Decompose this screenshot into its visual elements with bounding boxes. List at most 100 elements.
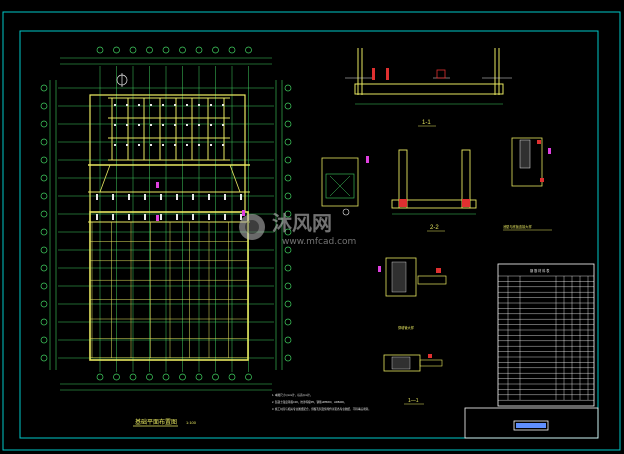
axis-bubble	[284, 336, 292, 344]
axis-bubble	[245, 46, 252, 54]
axis-bubble	[228, 46, 236, 54]
notes-block: 1. 本图尺寸以mm计，标高以m计。 2. 混凝土强度等级C30，抗渗等级P6，…	[272, 393, 371, 411]
axis-bubble	[284, 282, 292, 290]
column-mark	[144, 194, 146, 200]
rebar-mark	[114, 144, 116, 146]
axis-bubble	[284, 318, 292, 326]
axis-bubble	[96, 373, 104, 381]
column-mark	[160, 214, 162, 220]
rebar-mark	[186, 124, 188, 126]
plan-scale: 1:100	[186, 420, 197, 425]
axis-bubble	[40, 102, 48, 110]
column-mark	[176, 194, 178, 200]
rebar-mark	[114, 104, 116, 106]
inner-frame	[19, 30, 599, 439]
column-mark	[96, 214, 98, 220]
rebar-mark	[126, 124, 128, 126]
axis-bubble	[179, 373, 186, 381]
rebar-mark	[150, 144, 152, 146]
column-mark	[240, 194, 242, 200]
axis-bubble	[195, 373, 203, 381]
watermark-url: www.mfcad.com	[282, 237, 356, 247]
table-title: 钢 筋 材 料 表	[530, 268, 550, 273]
axis-bubble	[284, 264, 292, 272]
note-2: 2. 混凝土强度等级C30，抗渗等级P6，钢筋HPB300、HRB400。	[272, 400, 346, 404]
rebar-mark	[138, 144, 140, 146]
axis-bubble	[113, 46, 120, 54]
plan-upper-outline	[89, 94, 246, 212]
axis-bubble	[179, 46, 186, 54]
column-mark	[144, 214, 146, 220]
note-1: 1. 本图尺寸以mm计，标高以m计。	[272, 393, 313, 397]
column-mark	[192, 194, 194, 200]
axis-bubble	[162, 46, 170, 54]
axis-bubble	[40, 264, 48, 272]
axis-bubble	[129, 46, 137, 54]
axis-bubble	[162, 373, 170, 381]
watermark: 沐风网 www.mfcad.com	[239, 211, 356, 247]
axis-bubble	[284, 84, 292, 92]
rebar-mark	[150, 104, 152, 106]
column-mark	[224, 194, 226, 200]
axis-bubble	[96, 46, 104, 54]
rebar-mark	[138, 104, 140, 106]
rebar-mark	[198, 144, 200, 146]
detail-label-right: 池壁与底板连接大样	[503, 224, 532, 229]
rebar-mark	[186, 144, 188, 146]
axis-bubble	[212, 373, 219, 381]
axis-bubble	[245, 373, 252, 381]
section-2-2: 2-2	[321, 149, 477, 232]
title-block	[464, 407, 599, 439]
rebar-mark	[126, 104, 128, 106]
rebar-mark	[222, 144, 224, 146]
rebar-mark	[186, 104, 188, 106]
axis-bubble	[284, 156, 292, 164]
axis-bubble	[40, 120, 48, 128]
wall-detail: 池壁与底板连接大样	[503, 137, 552, 231]
column-mark	[128, 214, 130, 220]
column-mark	[192, 214, 194, 220]
axis-bubble	[284, 210, 292, 218]
pipe-detail: 穿墙管大样 1—1	[378, 257, 447, 405]
rebar-mark	[210, 104, 212, 106]
axis-bubble	[284, 300, 292, 308]
axis-bubble	[146, 373, 153, 381]
axis-bubble	[195, 46, 203, 54]
axis-bubble	[40, 84, 48, 92]
axis-bubble	[284, 228, 292, 236]
rebar-mark	[222, 124, 224, 126]
rebar-mark	[198, 124, 200, 126]
column-mark	[176, 214, 178, 220]
section-1-1-lower-label: 1—1	[408, 398, 419, 404]
note-3: 3. 施工时应与相关专业图纸配合，预留孔洞及预埋件详见各专业图纸，不得事后凿洞。	[272, 407, 371, 411]
axis-bubble	[284, 120, 292, 128]
column-mark	[240, 214, 242, 220]
rebar-mark	[126, 144, 128, 146]
axis-bubble	[284, 102, 292, 110]
column-mark	[128, 194, 130, 200]
axis-bubble	[40, 318, 48, 326]
rebar-mark	[162, 144, 164, 146]
axis-bubble	[40, 336, 48, 344]
axis-bubble	[40, 300, 48, 308]
axis-bubble	[113, 373, 120, 381]
column-mark	[112, 214, 114, 220]
axis-bubble	[40, 210, 48, 218]
column-mark	[160, 194, 162, 200]
axis-bubble	[212, 46, 219, 54]
column-mark	[208, 214, 210, 220]
section-1-1: 1-1	[345, 48, 512, 127]
axis-bubble	[40, 246, 48, 254]
rebar-mark	[114, 124, 116, 126]
axis-bubble	[40, 228, 48, 236]
axis-bubble	[129, 373, 137, 381]
axis-bubble	[40, 354, 48, 362]
plan-title: 基础平面布置图	[135, 418, 177, 426]
outer-frame	[2, 11, 621, 451]
material-table: 钢 筋 材 料 表	[497, 263, 595, 407]
axis-bubble	[228, 373, 236, 381]
axis-bubble	[284, 192, 292, 200]
axis-bubble	[40, 174, 48, 182]
axis-bubble	[40, 156, 48, 164]
column-mark	[112, 194, 114, 200]
